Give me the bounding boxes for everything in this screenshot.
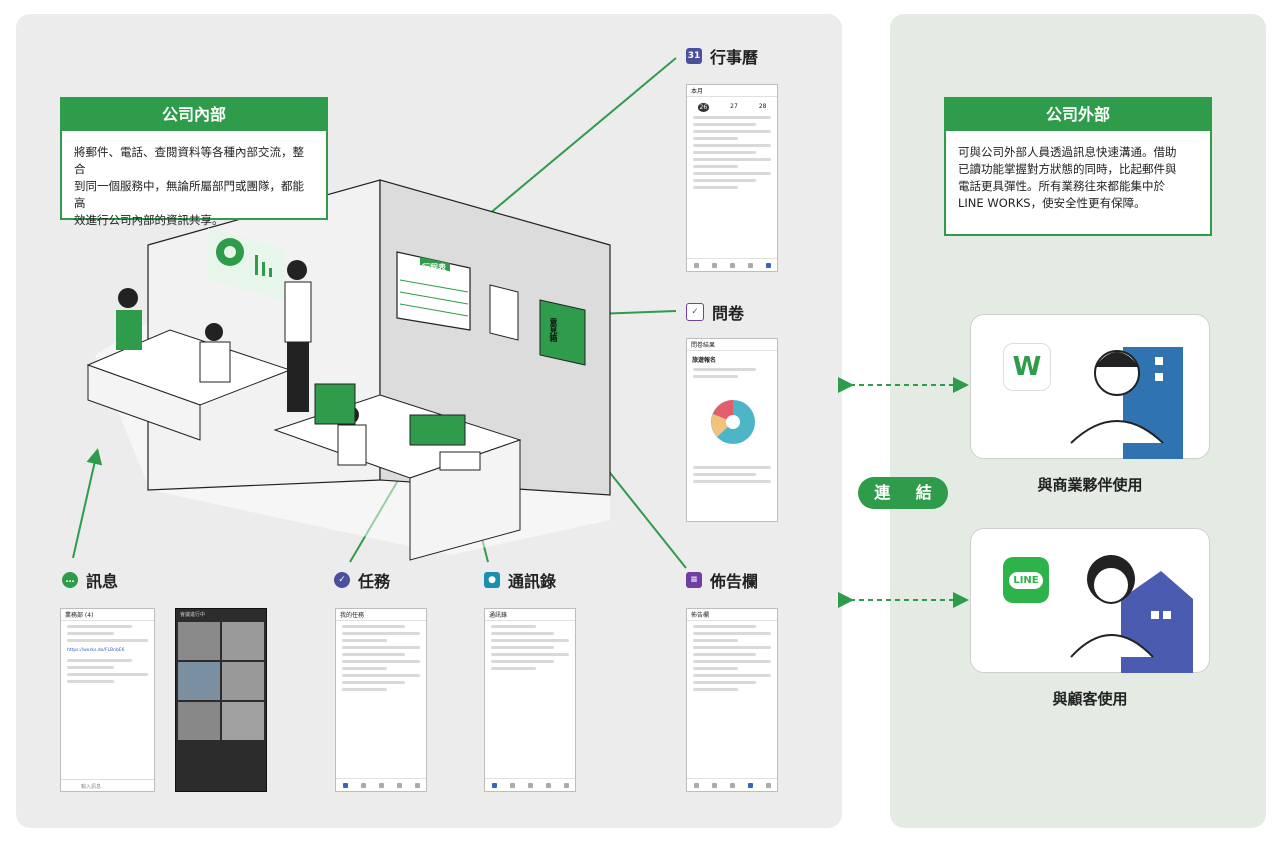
task-check-icon: ✓ <box>334 572 350 588</box>
customer-person-icon <box>1070 555 1193 673</box>
calendar-day: 27 <box>730 103 738 110</box>
contacts-label: 通訊錄 <box>508 572 557 591</box>
external-description: 可與公司外部人員透過訊息快速溝通。借助 已讀功能掌握對方狀態的同時，比起郵件與 … <box>946 130 1210 222</box>
customer-label: 與顧客使用 <box>1052 690 1128 708</box>
message-label: 訊息 <box>86 572 119 591</box>
connect-badge: 連 結 <box>858 477 948 509</box>
board-bottom-nav <box>687 778 777 791</box>
chat-screen-header: 業務部 (4) <box>61 609 154 621</box>
calendar-feature: 31 行事曆 <box>686 44 758 68</box>
contacts-bottom-nav <box>485 778 575 791</box>
line-logo-icon: LINE <box>1003 557 1049 603</box>
task-screen-header: 我的任務 <box>336 609 426 621</box>
line-logo-text: LINE <box>1009 571 1043 589</box>
survey-feature: ✓ 問卷 <box>686 300 744 324</box>
calendar-bottom-nav <box>687 258 777 271</box>
chat-link: https://works.do/FLBnbE6 <box>67 648 125 653</box>
calendar-screen-header: 本月 <box>687 85 777 97</box>
board-icon: ≡ <box>686 572 702 588</box>
calendar-day: 28 <box>758 103 767 110</box>
calendar-label: 行事曆 <box>710 48 759 67</box>
internal-callout: 公司內部 將郵件、電話、查閱資料等各種內部交流，整合 到同一個服務中，無論所屬部… <box>60 97 328 227</box>
survey-label: 問卷 <box>712 304 745 323</box>
board-screen: 佈告欄 <box>686 608 778 792</box>
survey-screen-heading: 問卷結果 <box>691 342 716 349</box>
internal-line: 到同一個服務中，無論所屬部門或團隊，都能高 <box>74 179 304 210</box>
video-tile <box>222 702 264 740</box>
survey-icon: ✓ <box>686 303 704 321</box>
video-tile <box>222 662 264 700</box>
task-label: 任務 <box>358 572 391 591</box>
video-call-screen: 會議進行中 <box>175 608 267 792</box>
chat-input[interactable]: 輸入訊息 <box>61 779 154 791</box>
contacts-feature: ● 通訊錄 <box>484 568 556 592</box>
video-tile <box>178 702 220 740</box>
message-feature: … 訊息 <box>62 568 118 592</box>
business-person-icon <box>1070 347 1183 459</box>
calendar-screen: 本月 26 27 28 <box>686 84 778 272</box>
task-feature: ✓ 任務 <box>334 568 390 592</box>
chat-room-title: 業務部 (4) <box>65 612 94 619</box>
business-partner-card: W <box>970 314 1210 459</box>
calendar-days: 26 27 28 <box>687 103 777 112</box>
video-grid <box>176 620 266 742</box>
line-works-logo-icon: W <box>1003 343 1051 391</box>
contacts-screen: 通訊錄 <box>484 608 576 792</box>
external-line: LINE WORKS，使安全性更有保障。 <box>958 196 1146 210</box>
internal-line: 效進行公司內部的資訊共享。 <box>74 213 224 227</box>
calendar-tab: 本月 <box>691 88 704 95</box>
board-screen-title: 佈告欄 <box>691 612 710 619</box>
contacts-icon: ● <box>484 572 500 588</box>
survey-title: 旅遊報名 <box>692 357 717 364</box>
board-label: 佈告欄 <box>710 572 759 591</box>
calendar-day: 26 <box>697 103 710 112</box>
board-screen-header: 佈告欄 <box>687 609 777 621</box>
external-line: 可與公司外部人員透過訊息快速溝通。借助 <box>958 145 1177 159</box>
customer-card: LINE <box>970 528 1210 673</box>
survey-screen: 問卷結果 旅遊報名 <box>686 338 778 522</box>
message-arrow <box>72 448 103 559</box>
suggestion-box-label: 意見箱 <box>549 318 558 342</box>
chat-bubble-icon: … <box>62 572 78 588</box>
whiteboard-title: 行程表 <box>422 263 446 272</box>
survey-screen-header: 問卷結果 <box>687 339 777 351</box>
video-tile <box>178 662 220 700</box>
video-tile <box>178 622 220 660</box>
contacts-screen-title: 通訊錄 <box>489 612 508 619</box>
internal-line: 將郵件、電話、查閱資料等各種內部交流，整合 <box>74 145 304 176</box>
task-bottom-nav <box>336 778 426 791</box>
external-line: 已讀功能掌握對方狀態的同時，比起郵件與 <box>958 162 1177 176</box>
video-call-status: 會議進行中 <box>180 612 206 618</box>
external-line: 電話更具彈性。所有業務往來都能集中於 <box>958 179 1165 193</box>
calendar-icon: 31 <box>686 48 702 64</box>
internal-title: 公司內部 <box>61 98 327 131</box>
business-partner-label: 與商業夥伴使用 <box>1037 476 1143 494</box>
internal-description: 將郵件、電話、查閱資料等各種內部交流，整合 到同一個服務中，無論所屬部門或團隊，… <box>62 130 326 239</box>
survey-pie-chart <box>711 400 755 444</box>
contacts-screen-header: 通訊錄 <box>485 609 575 621</box>
task-screen: 我的任務 <box>335 608 427 792</box>
chat-screen: 業務部 (4) https://works.do/FLBnbE6 輸入訊息 <box>60 608 155 792</box>
video-tile <box>222 622 264 660</box>
task-screen-title: 我的任務 <box>340 612 365 619</box>
board-feature: ≡ 佈告欄 <box>686 568 758 592</box>
external-title: 公司外部 <box>945 98 1211 131</box>
external-callout: 公司外部 可與公司外部人員透過訊息快速溝通。借助 已讀功能掌握對方狀態的同時，比… <box>944 97 1212 236</box>
